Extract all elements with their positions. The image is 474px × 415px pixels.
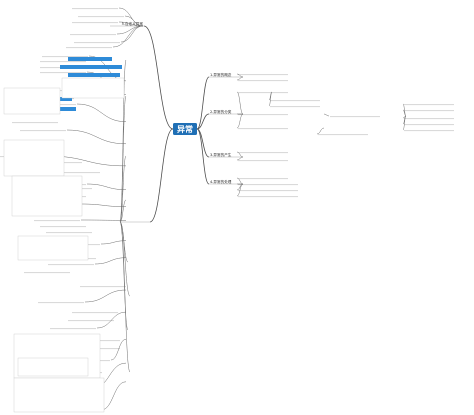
root-node-label: 异常	[177, 124, 193, 134]
branch-concept: 1.异常的概念	[210, 72, 232, 77]
connector-line	[120, 25, 144, 43]
highlight-node	[68, 57, 112, 61]
connector-line	[80, 203, 127, 207]
highlight-node	[60, 65, 122, 69]
connector-line	[196, 128, 210, 158]
connector-line	[196, 113, 210, 130]
code-box	[3, 139, 65, 177]
connector-line	[236, 91, 244, 115]
code-boxes	[3, 57, 125, 413]
connector-line	[119, 221, 131, 297]
connector-line	[323, 113, 330, 117]
connector-line	[112, 25, 144, 48]
connector-line	[236, 113, 244, 129]
connector-line	[236, 156, 244, 161]
connector-line	[119, 95, 127, 223]
connector-line	[100, 381, 127, 411]
connector-line	[149, 128, 174, 223]
highlight-node	[68, 73, 120, 77]
connector-line	[86, 183, 127, 190]
branch-handle: 4.异常的处理	[210, 179, 232, 184]
connector-line	[116, 25, 144, 35]
connector-line	[94, 257, 127, 265]
code-box	[61, 77, 125, 99]
connector-line	[236, 183, 244, 197]
connector-line	[268, 91, 273, 107]
connector-line	[143, 25, 174, 130]
connector-line	[236, 76, 244, 81]
connector-line	[119, 155, 127, 223]
connector-line	[119, 199, 127, 223]
connector-line	[110, 339, 127, 361]
code-box	[17, 357, 89, 377]
connector-line	[66, 129, 127, 145]
connector-line	[196, 76, 210, 130]
connector-line	[402, 115, 407, 131]
connector-line	[316, 127, 325, 135]
branch-kinds: 2.异常的分类	[210, 109, 232, 114]
root-node	[173, 123, 197, 135]
branch-custom: 5.自定义异常	[122, 21, 144, 26]
connector-line	[196, 128, 210, 185]
connector-line	[76, 103, 127, 122]
branch-produce: 3.异常的产生	[210, 152, 232, 157]
connector-line	[84, 289, 127, 303]
code-box	[11, 175, 83, 217]
code-box	[17, 235, 89, 261]
connector-line	[96, 311, 127, 329]
code-box	[13, 377, 105, 413]
nodes: 异常 1.异常的概念 2.异常的分类 3.异常的产生 4.异常的处理 5.自定义异常	[122, 21, 232, 184]
connector-line	[236, 73, 244, 78]
connector-line	[118, 21, 144, 27]
connector-line	[100, 240, 127, 245]
code-box	[3, 87, 61, 115]
connector-line	[119, 221, 131, 373]
